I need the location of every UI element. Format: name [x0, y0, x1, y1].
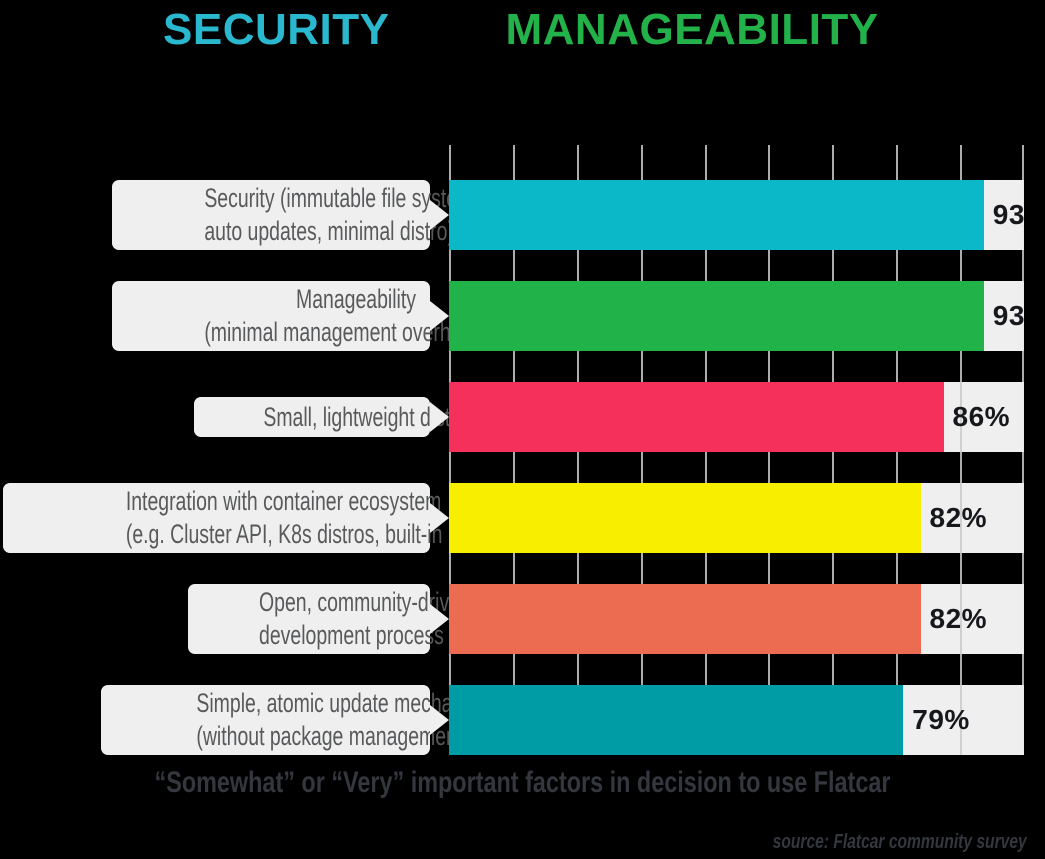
- headline-manageability: MANAGEABILITY: [505, 5, 879, 54]
- category-label-line: Manageability: [296, 284, 416, 314]
- bar-track: 82%: [449, 584, 1024, 654]
- category-label-line: Integration with container ecosystem: [125, 486, 442, 516]
- category-label-line: Small, lightweight distro: [263, 401, 468, 432]
- bar-track: 93: [449, 180, 1024, 250]
- bar-small-distro: [449, 382, 944, 452]
- bar-manageability: [449, 281, 984, 351]
- category-label-line: (e.g. Cluster API, K8s distros, built-in…: [125, 519, 516, 549]
- bar-track: 82%: [449, 483, 1024, 553]
- bar-row-manageability: Manageability (minimal management overhe…: [0, 281, 1045, 351]
- category-label: Security (immutable file system, auto up…: [112, 180, 479, 250]
- bar-value: 93: [992, 300, 1024, 331]
- label-pointer: [430, 200, 449, 230]
- category-label-line: Simple, atomic update mechanism: [196, 688, 494, 718]
- bar-value: 82%: [929, 502, 988, 533]
- category-label-line: (minimal management overhead): [204, 317, 490, 347]
- source-credit: source: Flatcar community survey: [772, 831, 1027, 853]
- bar-value: 93: [992, 199, 1024, 230]
- bar-value: 86%: [952, 401, 1011, 432]
- bar-atomic-update: [449, 685, 904, 755]
- label-pointer: [430, 402, 449, 432]
- bar-container-ecosystem: [449, 483, 921, 553]
- bar-open-community: [449, 584, 921, 654]
- label-pointer: [430, 503, 449, 533]
- bar-value: 79%: [912, 704, 970, 735]
- category-label: Manageability (minimal management overhe…: [112, 281, 490, 351]
- bar-track: 93: [449, 281, 1024, 351]
- headline: SECURITY MANAGEABILITY: [163, 6, 879, 54]
- category-label-line: development process: [259, 620, 444, 650]
- category-label: Open, community-driven development proce…: [188, 584, 471, 654]
- category-label-line: auto updates, minimal distro): [204, 216, 454, 246]
- category-label-line: Security (immutable file system,: [204, 183, 479, 213]
- label-pointer: [430, 604, 449, 634]
- bar-security: [449, 180, 984, 250]
- bar-row-container-ecosystem: Integration with container ecosystem (e.…: [0, 483, 1045, 553]
- label-pointer: [430, 705, 449, 735]
- category-label: Simple, atomic update mechanism (without…: [101, 685, 494, 755]
- headline-security: SECURITY: [163, 5, 390, 54]
- bar-row-security: Security (immutable file system, auto up…: [0, 180, 1045, 250]
- bar-row-open-community: Open, community-driven development proce…: [0, 584, 1045, 654]
- chart-caption: “Somewhat” or “Very” important factors i…: [154, 766, 891, 799]
- bar-row-atomic-update: Simple, atomic update mechanism (without…: [0, 685, 1045, 755]
- category-label: Small, lightweight distro: [194, 397, 468, 437]
- category-label: Integration with container ecosystem (e.…: [3, 483, 516, 553]
- category-label-line: (without package management): [196, 721, 469, 751]
- label-pointer: [430, 301, 449, 331]
- bar-track: 86%: [449, 382, 1024, 452]
- category-label-line: Open, community-driven: [259, 587, 471, 617]
- bar-value: 82%: [929, 603, 988, 634]
- bar-track: 79%: [449, 685, 1024, 755]
- bar-row-small-distro: Small, lightweight distro 86%: [0, 382, 1045, 452]
